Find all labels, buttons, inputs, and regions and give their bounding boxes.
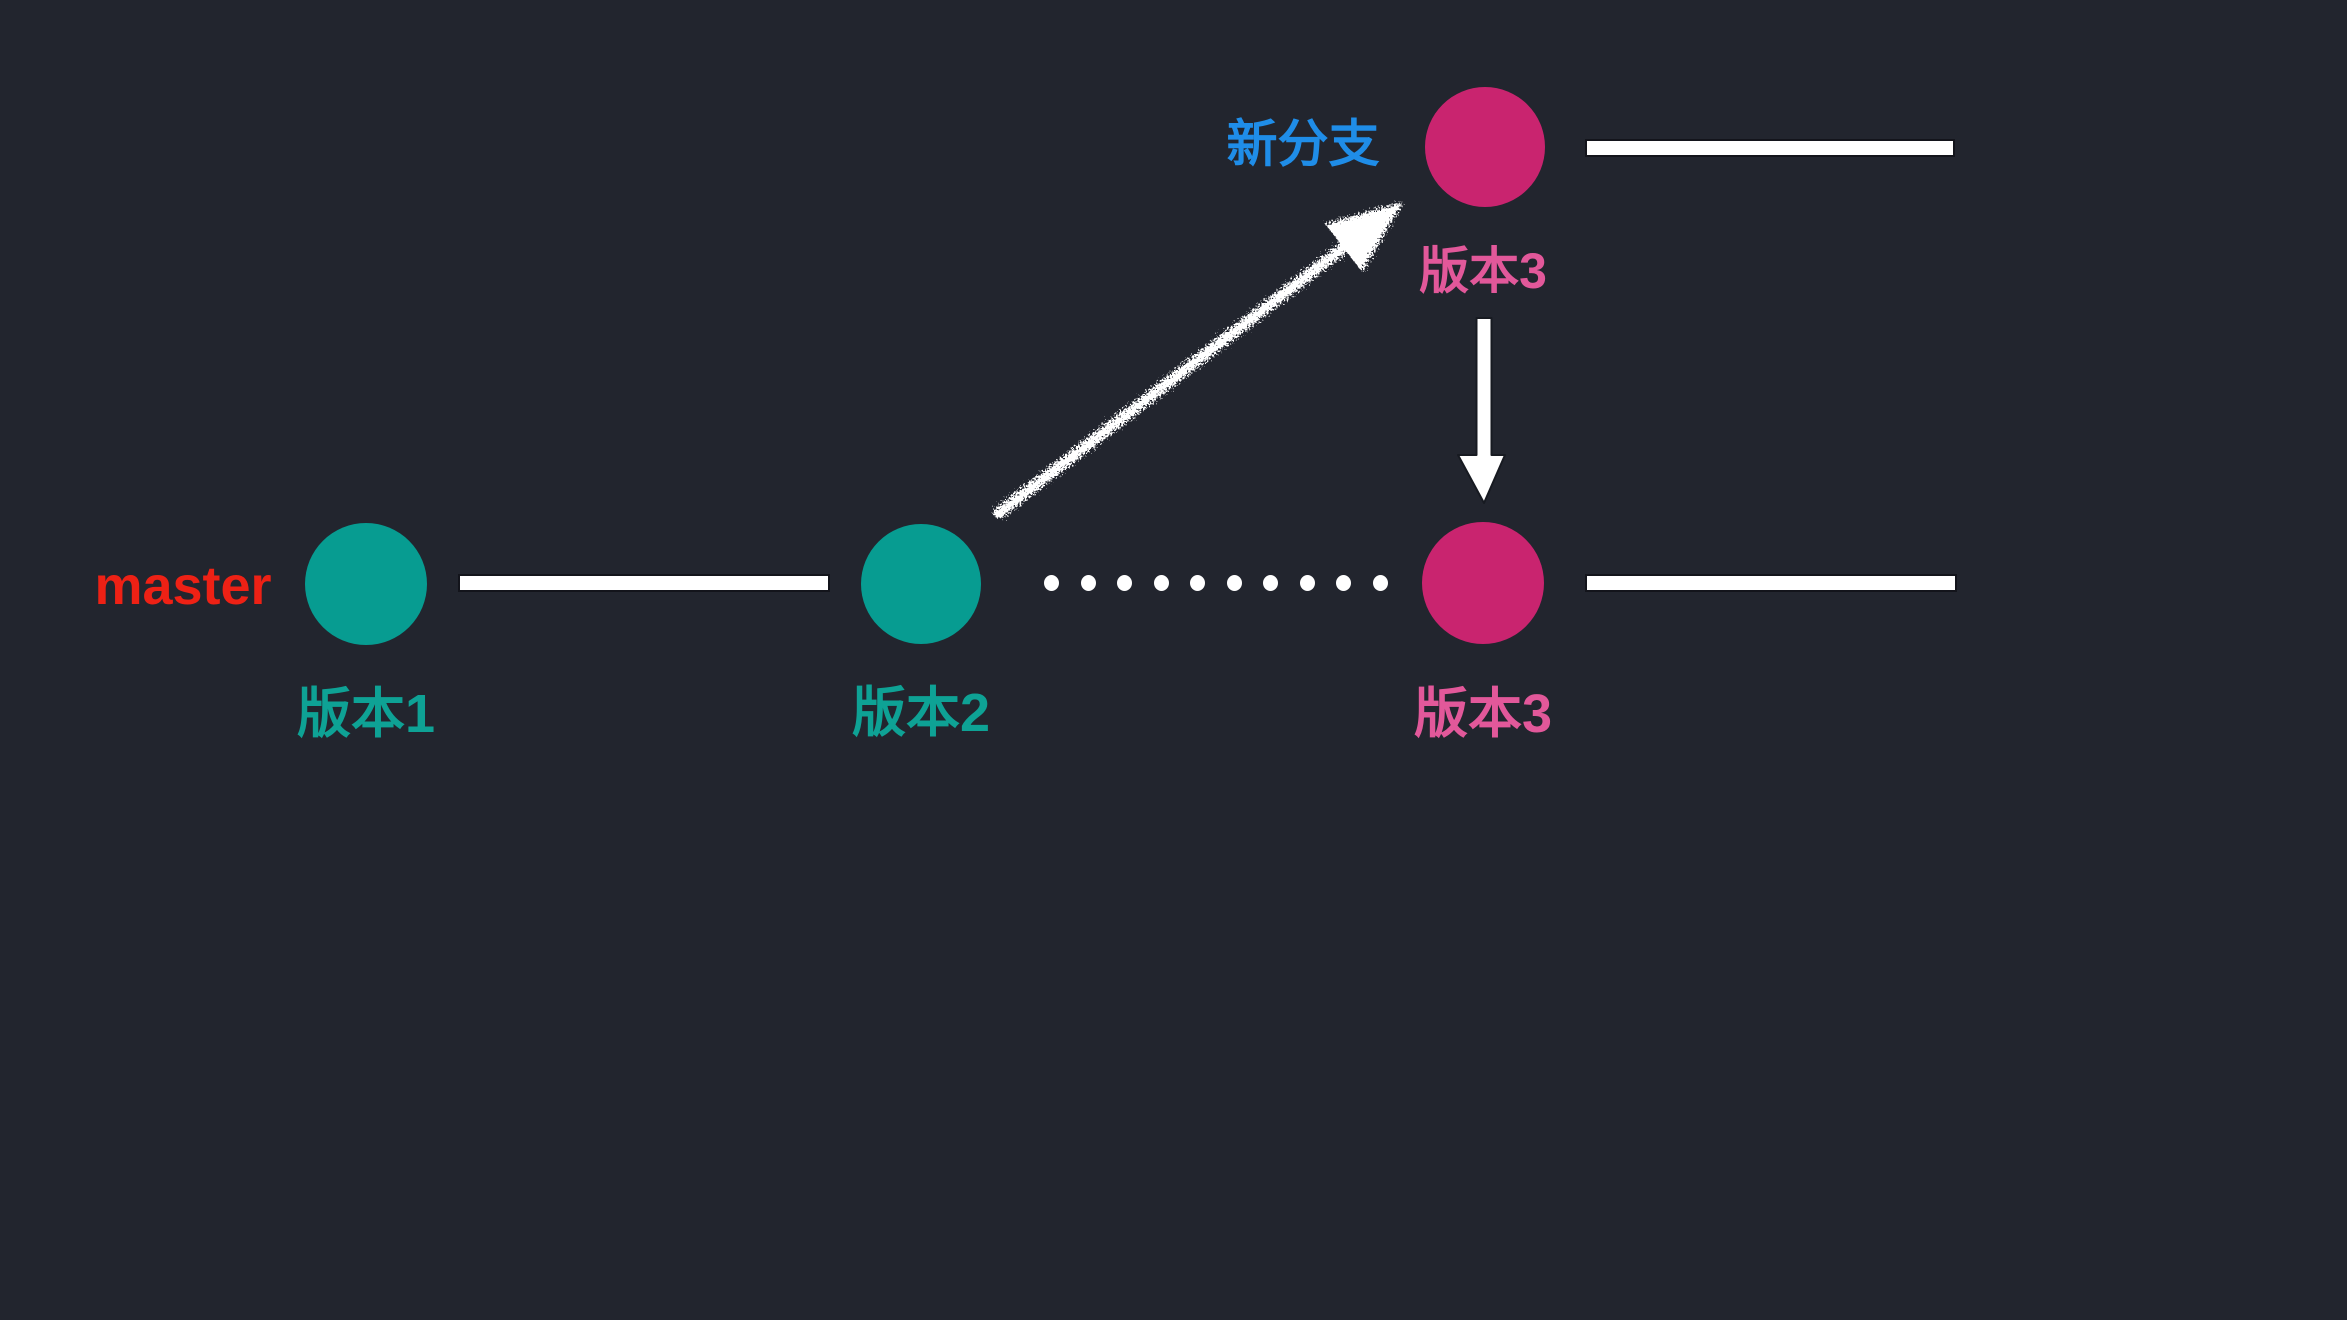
commit-node-version3-master — [1422, 522, 1544, 644]
edge-version1-version2 — [460, 576, 828, 590]
commit-node-version1 — [305, 523, 427, 645]
dot — [1263, 575, 1279, 591]
node-label-version3-branch: 版本3 — [1419, 243, 1547, 299]
commit-node-version2 — [861, 524, 981, 644]
dot — [1336, 575, 1352, 591]
dot — [1117, 575, 1133, 591]
master-branch-label: master — [94, 556, 272, 616]
dot — [1226, 575, 1242, 591]
dot — [1190, 575, 1206, 591]
new-branch-label: 新分支 — [1226, 115, 1380, 173]
dot — [1080, 575, 1096, 591]
branch-arrow — [993, 202, 1403, 519]
commit-node-version3-branch — [1425, 87, 1545, 207]
edge-new-branch-tail — [1587, 141, 1953, 155]
merge-down-arrow — [1457, 317, 1506, 504]
dotted-connector — [1044, 575, 1388, 591]
dot — [1044, 575, 1059, 591]
dot — [1153, 575, 1169, 591]
edge-master-tail — [1587, 576, 1955, 590]
dot — [1299, 575, 1315, 591]
node-label-version3-master: 版本3 — [1413, 684, 1553, 744]
node-label-version1: 版本1 — [296, 684, 436, 744]
dot — [1372, 575, 1388, 591]
node-label-version2: 版本2 — [851, 683, 991, 743]
